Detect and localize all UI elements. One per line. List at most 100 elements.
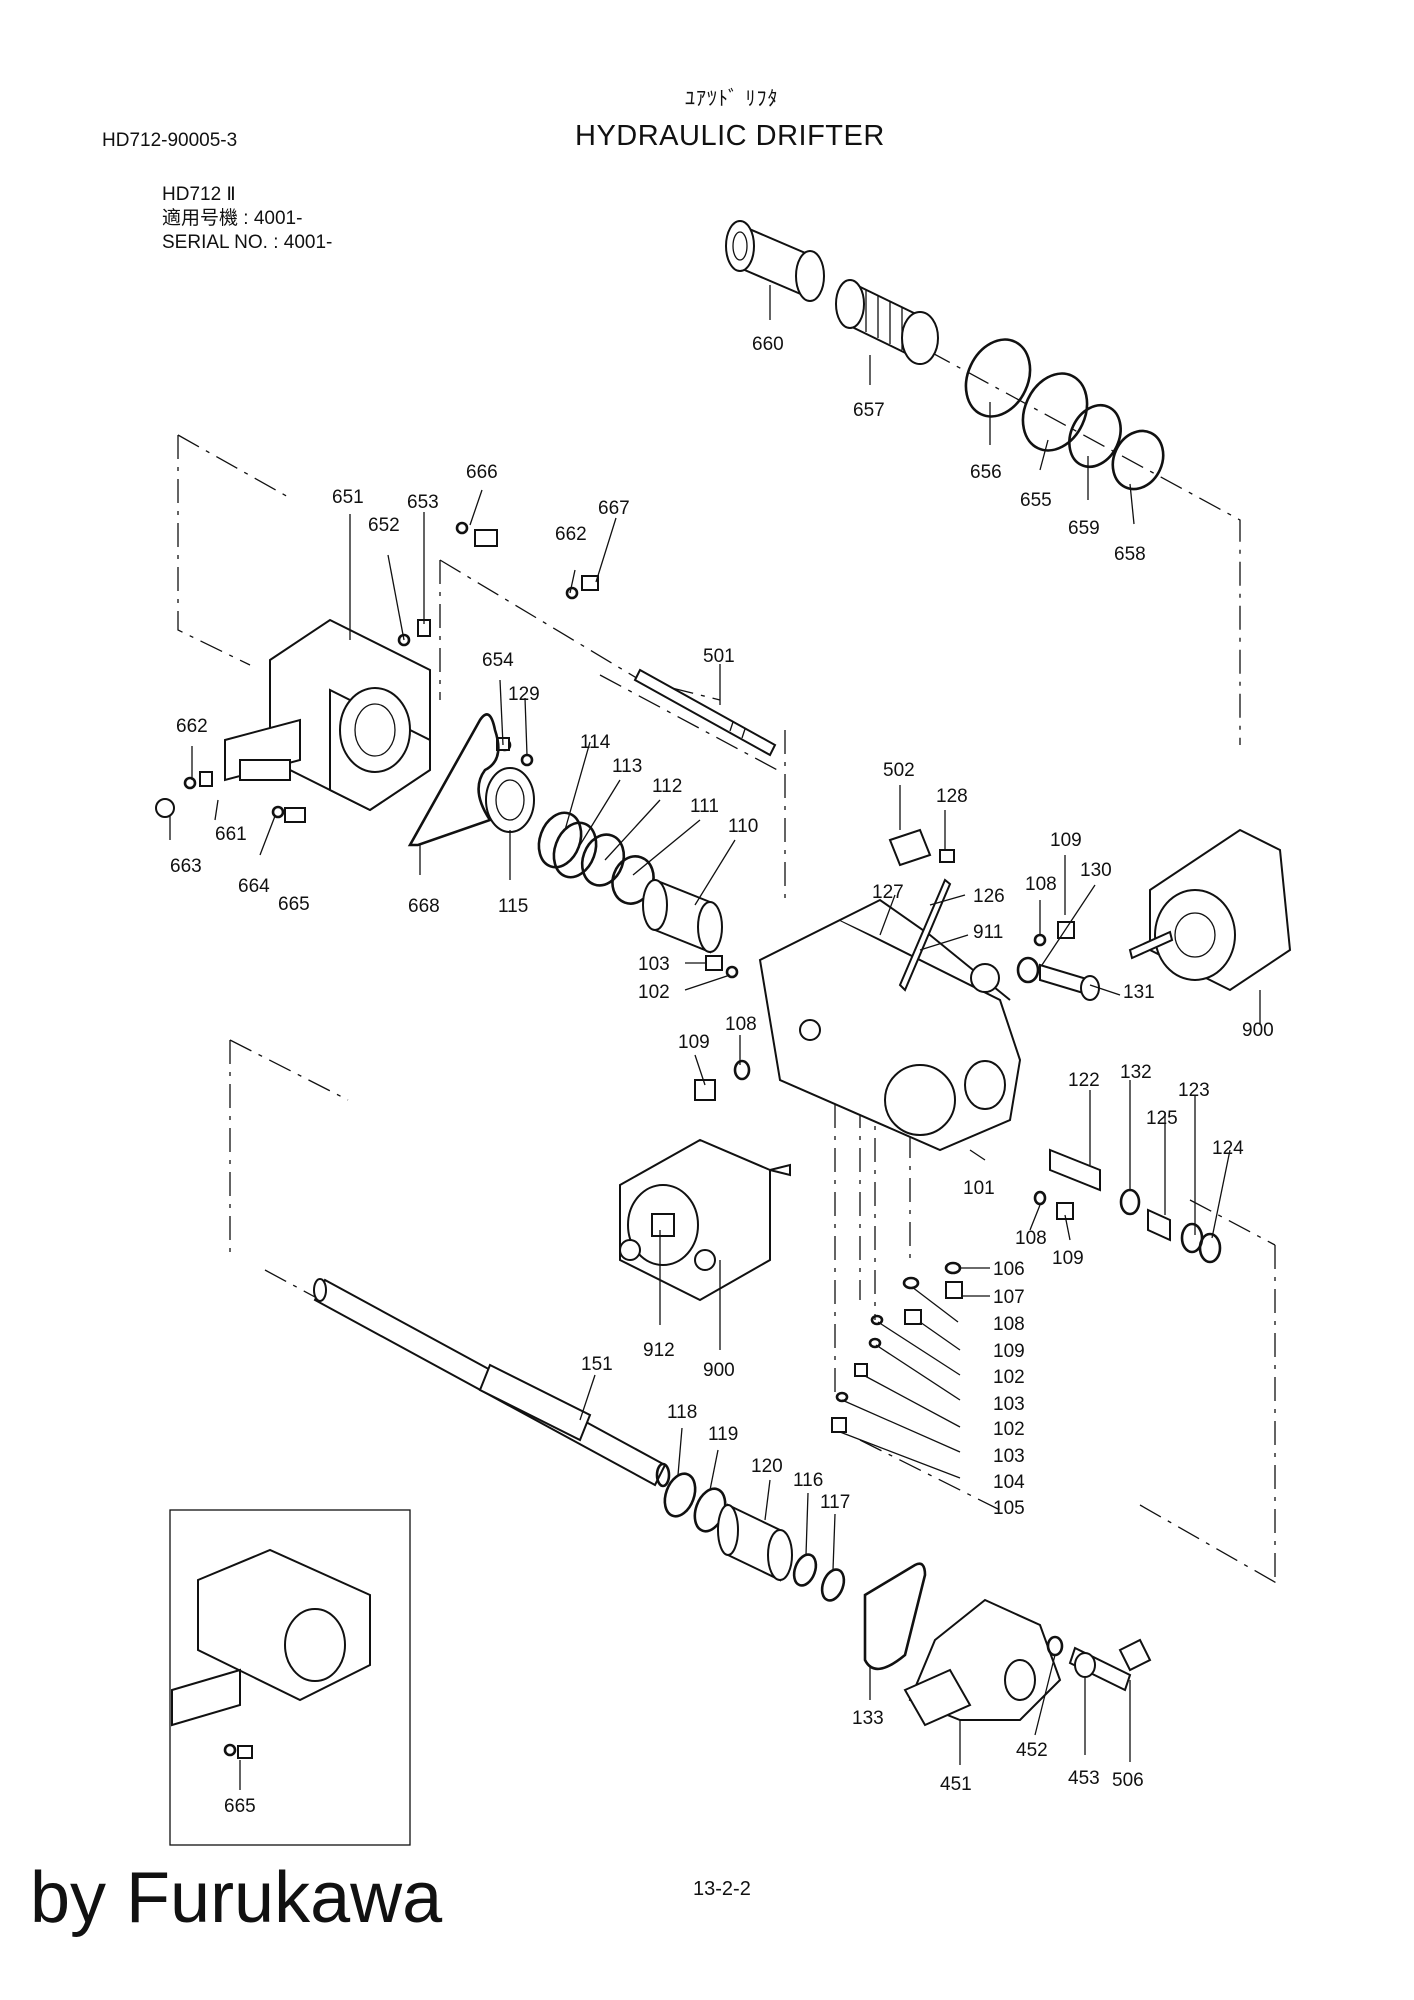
part-label-912: 912	[643, 1340, 675, 1361]
part-label-654: 654	[482, 650, 514, 671]
model-name: HD712 Ⅱ	[162, 184, 236, 205]
gasket-668	[407, 713, 500, 847]
part-label-107: 107	[993, 1287, 1025, 1308]
part-label-102-left: 102	[638, 982, 670, 1003]
part-label-451: 451	[940, 1774, 972, 1795]
part-label-657: 657	[853, 400, 885, 421]
part-label-663: 663	[170, 856, 202, 877]
serial-number: SERIAL NO. : 4001-	[162, 232, 333, 253]
part-label-151: 151	[581, 1354, 613, 1375]
title-katakana: ﾕｱﾂﾄﾞ ﾘﾌﾀ	[685, 88, 779, 110]
footer-brand: by Furukawa	[30, 1858, 443, 1938]
part-label-113: 113	[612, 756, 642, 777]
part-label-506: 506	[1112, 1770, 1144, 1791]
inset-box	[169, 1509, 411, 1846]
part-label-662-left: 662	[176, 716, 208, 737]
part-label-653: 653	[407, 492, 439, 513]
part-label-132: 132	[1120, 1062, 1152, 1083]
part-label-665-inset: 665	[224, 1796, 256, 1817]
part-label-130: 130	[1080, 860, 1112, 881]
model-info: HD712 Ⅱ 適用号機 : 4001- SERIAL NO. : 4001-	[162, 183, 332, 255]
part-label-120: 120	[751, 1456, 783, 1477]
part-label-900-left: 900	[703, 1360, 735, 1381]
part-label-667: 667	[598, 498, 630, 519]
part-label-502: 502	[883, 760, 915, 781]
part-label-123: 123	[1178, 1080, 1210, 1101]
part-label-119: 119	[708, 1424, 738, 1445]
rod-501	[633, 668, 777, 757]
part-label-108-left: 108	[725, 1014, 757, 1035]
plug-502	[888, 828, 955, 992]
part-label-662-top: 662	[555, 524, 587, 545]
part-label-900-right: 900	[1242, 1020, 1274, 1041]
part-label-108-mid: 108	[1015, 1228, 1047, 1249]
part-label-129: 129	[508, 684, 540, 705]
sleeve-660	[725, 220, 825, 302]
part-label-661: 661	[215, 824, 247, 845]
plugs-left	[694, 955, 751, 1101]
part-label-109-bottom: 109	[993, 1341, 1025, 1362]
seal-stack-118-117	[663, 1472, 846, 1602]
document-number: HD712-90005-3	[102, 130, 238, 151]
part-label-658: 658	[1114, 544, 1146, 565]
part-label-668: 668	[408, 896, 440, 917]
part-label-652: 652	[368, 515, 400, 536]
front-head-451	[903, 1598, 1152, 1727]
part-label-501: 501	[703, 646, 735, 667]
part-label-111: 111	[690, 796, 719, 817]
part-label-110: 110	[728, 816, 758, 837]
seal-rings-656-655-659-658	[964, 338, 1165, 491]
accumulator-900-right	[1128, 828, 1292, 992]
part-label-659: 659	[1068, 518, 1100, 539]
back-head-651	[224, 618, 431, 812]
bushing-657	[835, 279, 939, 365]
part-label-103-bottom-a: 103	[993, 1394, 1025, 1415]
part-label-651: 651	[332, 487, 364, 508]
part-label-124: 124	[1212, 1138, 1244, 1159]
part-label-660: 660	[752, 334, 784, 355]
part-label-108-top: 108	[1025, 874, 1057, 895]
part-label-452: 452	[1016, 1740, 1048, 1761]
part-label-666: 666	[466, 462, 498, 483]
part-label-109-top: 109	[1050, 830, 1082, 851]
part-label-108-bottom: 108	[993, 1314, 1025, 1335]
part-label-665: 665	[278, 894, 310, 915]
assembly-axis-lines	[177, 329, 1281, 1586]
part-label-125: 125	[1146, 1108, 1178, 1129]
plug-131	[1016, 921, 1100, 1001]
part-label-104: 104	[993, 1472, 1025, 1493]
page-number: 13-2-2	[693, 1878, 751, 1900]
applicable-serial-jp: 適用号機 : 4001-	[162, 208, 303, 229]
piston-151	[313, 1278, 671, 1488]
part-label-911: 911	[973, 922, 1003, 943]
seal-stack-115-110	[485, 767, 723, 954]
accumulator-900-left	[619, 1138, 791, 1302]
part-label-103-bottom-b: 103	[993, 1446, 1025, 1467]
part-label-115: 115	[498, 896, 528, 917]
part-label-655: 655	[1020, 490, 1052, 511]
part-label-106: 106	[993, 1259, 1025, 1280]
part-label-101: 101	[963, 1178, 995, 1199]
part-label-102-bottom-a: 102	[993, 1367, 1025, 1388]
part-label-118: 118	[667, 1402, 697, 1423]
leader-lines	[169, 285, 1261, 1790]
part-label-109-mid: 109	[1052, 1248, 1084, 1269]
part-label-117: 117	[820, 1492, 850, 1513]
part-label-453: 453	[1068, 1768, 1100, 1789]
part-label-126: 126	[973, 886, 1005, 907]
page-title: HYDRAULIC DRIFTER	[575, 120, 885, 152]
part-label-128: 128	[936, 786, 968, 807]
part-label-122: 122	[1068, 1070, 1100, 1091]
plugs-bottom	[831, 1190, 1074, 1433]
part-labels: 660 657 656 655 659 658 651 652 653 666 …	[170, 334, 1274, 1817]
part-label-103-left: 103	[638, 954, 670, 975]
part-label-133: 133	[852, 1708, 884, 1729]
valve-assembly-122-124	[1049, 1148, 1222, 1264]
part-label-127: 127	[872, 882, 904, 903]
part-label-114: 114	[580, 732, 611, 753]
part-label-131: 131	[1123, 982, 1155, 1003]
part-label-109-left: 109	[678, 1032, 710, 1053]
part-label-105: 105	[993, 1498, 1025, 1519]
part-label-664: 664	[238, 876, 270, 897]
